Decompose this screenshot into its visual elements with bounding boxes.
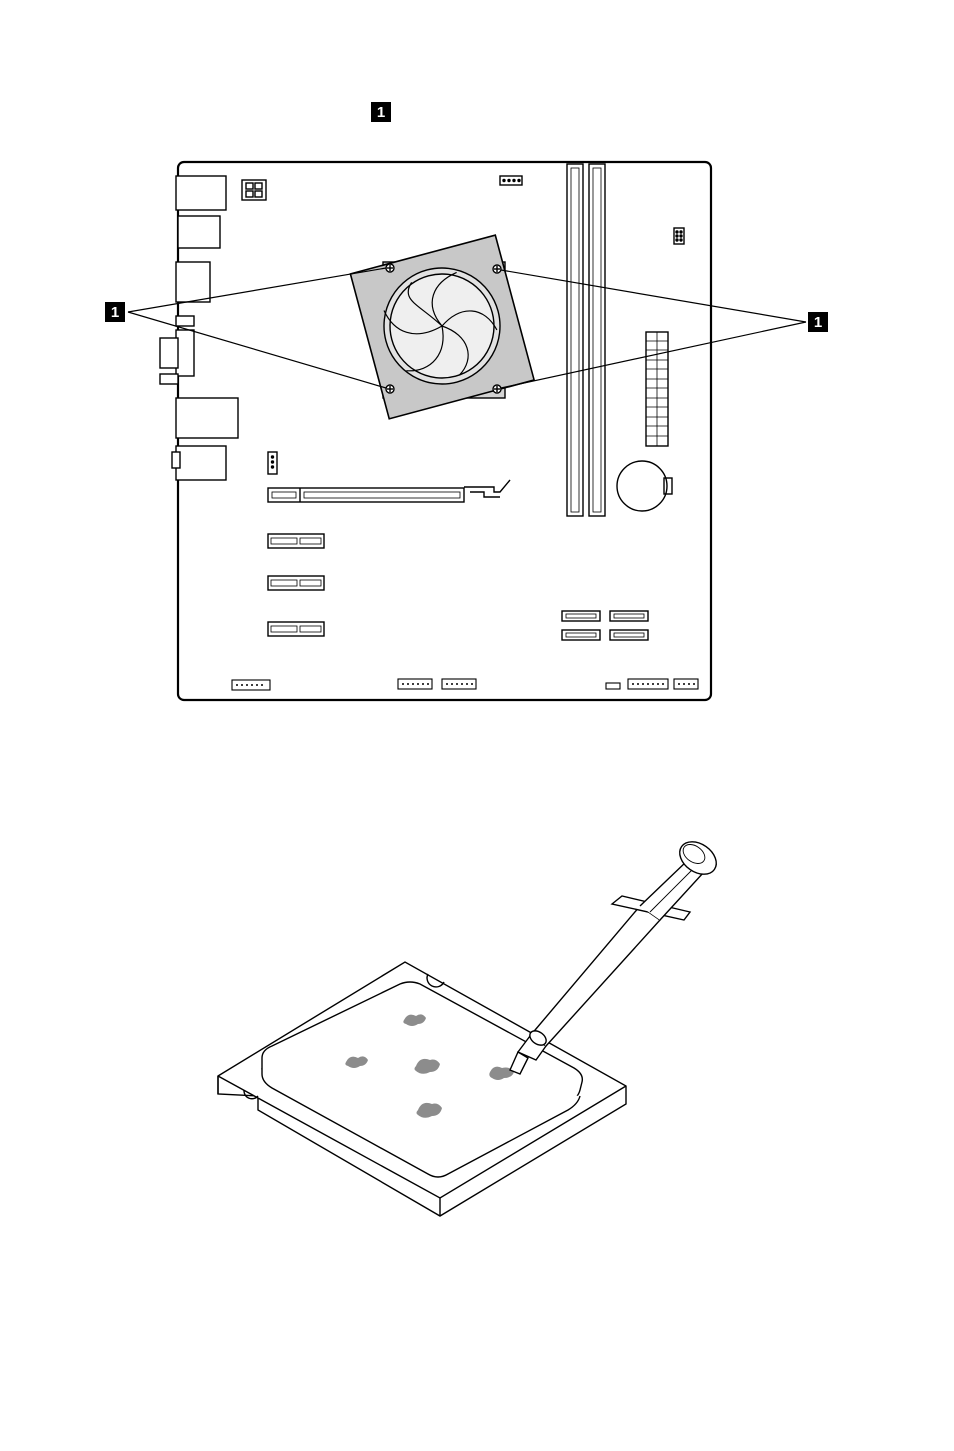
rear-io-connectors [160, 176, 238, 480]
pci-express-x1-slots [268, 534, 324, 636]
sata-connectors [562, 611, 648, 640]
heat-sink [350, 235, 534, 419]
pci-express-x16-slot [268, 480, 510, 502]
system-board-outline [178, 162, 711, 700]
bottom-headers [232, 679, 698, 690]
power-connector-4pin [242, 180, 266, 200]
fan-header-left [268, 452, 277, 474]
thermal-grease-syringe [510, 835, 722, 1074]
fan-header-top [500, 176, 522, 185]
memory-slots [567, 164, 605, 516]
coin-battery [617, 461, 672, 511]
thermal-grease-figure [0, 820, 954, 1240]
jumper-right [674, 228, 684, 244]
system-board-figure [0, 0, 954, 730]
power-connector-24pin [646, 332, 668, 446]
